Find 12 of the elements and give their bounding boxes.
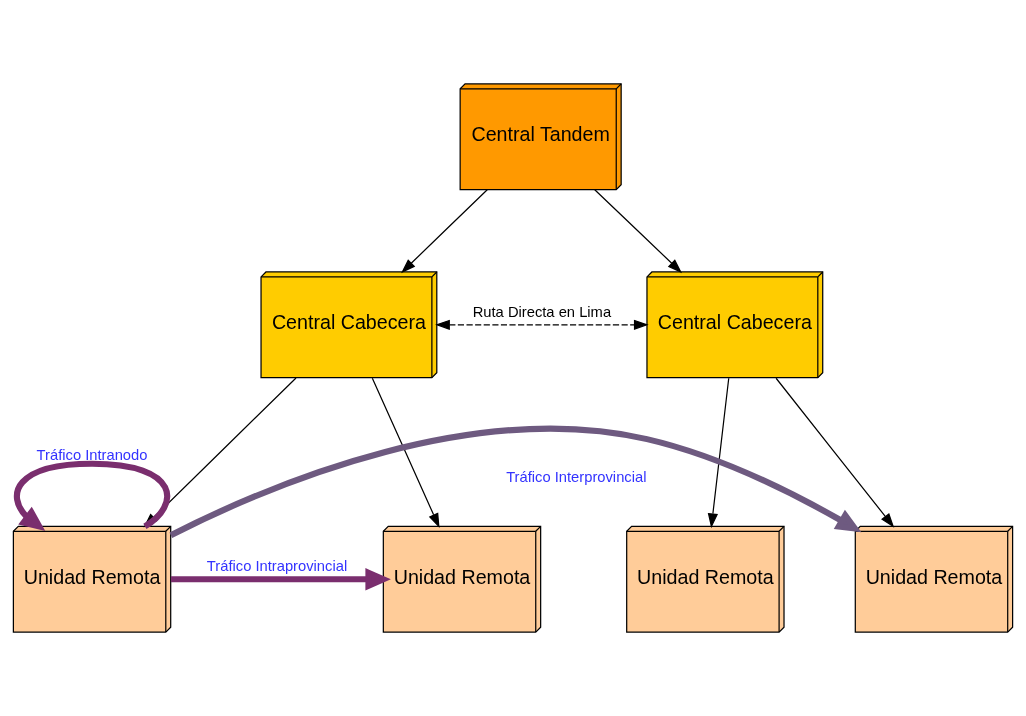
arrow xyxy=(707,377,730,529)
arrow xyxy=(594,189,683,274)
edge-label: Tráfico Intranodo xyxy=(36,446,148,463)
arrow xyxy=(170,568,391,591)
arrow xyxy=(435,319,649,330)
edge-label: Tráfico Interprovincial xyxy=(506,468,647,485)
arrow xyxy=(371,377,440,528)
arrow xyxy=(401,189,488,274)
arrow xyxy=(169,425,862,538)
arrow xyxy=(775,377,895,528)
edge-label: Ruta Directa en Lima xyxy=(472,303,612,320)
edge-label: Tráfico Intraprovincial xyxy=(206,558,348,575)
